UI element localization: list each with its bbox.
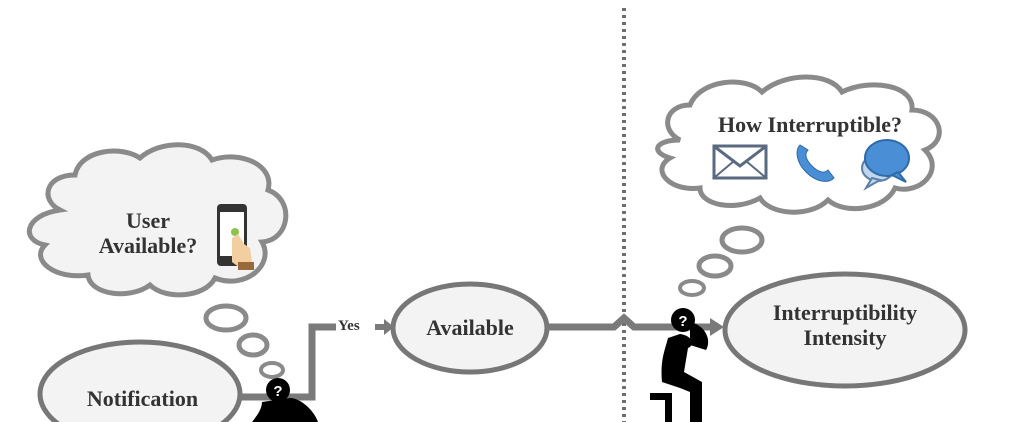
- available-node: Available: [426, 315, 514, 340]
- notification-node: Notification: [86, 386, 199, 411]
- envelope-icon: [712, 144, 768, 180]
- user-available-line2: Available?: [98, 233, 198, 259]
- intensity-connector: [547, 313, 712, 331]
- smartphone-touch-icon: [217, 204, 254, 270]
- thought-bubble: [696, 253, 734, 279]
- svg-text:?: ?: [273, 383, 282, 400]
- svg-text:?: ?: [678, 313, 687, 330]
- seated-thinking-person-icon: ?: [650, 308, 709, 422]
- arrow-head: [384, 319, 394, 335]
- how-interruptible-label: How Interruptible?: [718, 112, 902, 137]
- thought-bubble: [719, 225, 765, 255]
- user-available-label: User Available?: [78, 208, 218, 259]
- yes-label: Yes: [338, 318, 360, 334]
- thought-bubble: [203, 303, 249, 333]
- thought-bubble: [236, 332, 270, 358]
- user-available-line1: User: [126, 208, 170, 233]
- intensity-line2: Intensity: [803, 325, 887, 351]
- intensity-node: Interruptibility Intensity: [735, 300, 955, 351]
- phone-icon: [796, 144, 835, 182]
- thought-bubble: [259, 361, 285, 379]
- intensity-line1: Interruptibility: [772, 300, 918, 325]
- intensity-node-shape: [722, 271, 968, 389]
- chat-bubbles-icon: [861, 139, 910, 191]
- thought-bubble: [678, 279, 706, 297]
- arrow-head: [710, 318, 724, 336]
- thinking-person-icon: ?: [252, 378, 318, 422]
